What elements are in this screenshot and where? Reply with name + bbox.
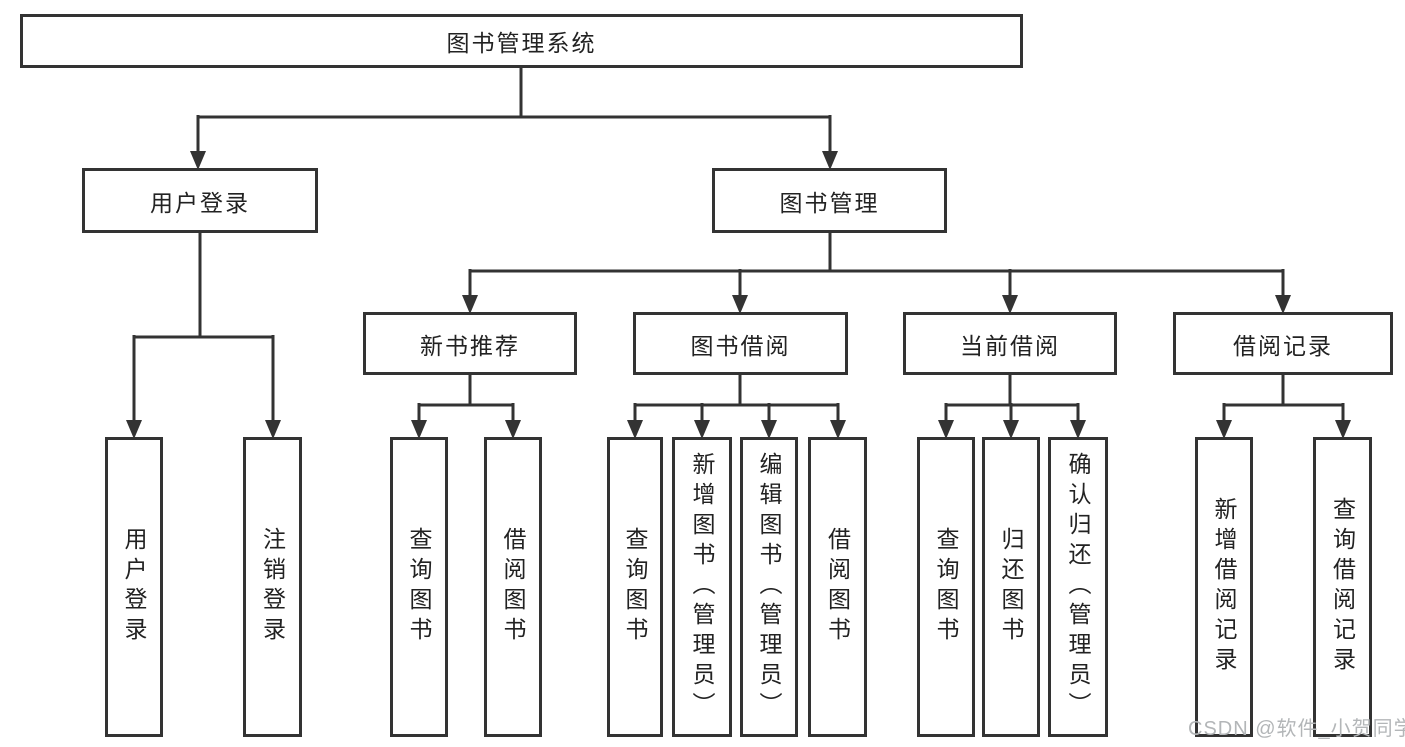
- node-add-books-admin: 新增图书（管理员）: [672, 437, 732, 737]
- arrow-down-icon: [938, 420, 954, 439]
- node-query-books-1: 查询图书: [390, 437, 448, 737]
- node-current-borrow: 当前借阅: [903, 312, 1117, 375]
- arrow-down-icon: [1275, 295, 1291, 314]
- branch-book-borrow: [627, 373, 846, 439]
- arrow-down-icon: [126, 420, 142, 439]
- node-edit-books-admin: 编辑图书（管理员）: [740, 437, 798, 737]
- node-borrow-books-2: 借阅图书: [808, 437, 867, 737]
- arrow-down-icon: [1003, 420, 1019, 439]
- arrow-down-icon: [462, 295, 478, 314]
- arrow-down-icon: [761, 420, 777, 439]
- arrow-down-icon: [1335, 420, 1351, 439]
- node-library-system: 图书管理系统: [20, 14, 1023, 68]
- node-book-mgmt-group: 图书管理: [712, 168, 947, 233]
- arrow-down-icon: [1216, 420, 1232, 439]
- node-user-login: 用户登录: [105, 437, 163, 737]
- branch-current-borrow: [938, 373, 1086, 439]
- node-borrow-records: 借阅记录: [1173, 312, 1393, 375]
- node-borrow-books-1: 借阅图书: [484, 437, 542, 737]
- node-return-books: 归还图书: [982, 437, 1040, 737]
- csdn-watermark: CSDN @软件_小贺同学: [1188, 718, 1405, 740]
- node-query-borrow-record: 查询借阅记录: [1313, 437, 1372, 737]
- arrow-down-icon: [411, 420, 427, 439]
- branch-new-book-rec: [411, 373, 521, 439]
- arrow-down-icon: [627, 420, 643, 439]
- arrow-down-icon: [505, 420, 521, 439]
- node-user-login-group: 用户登录: [82, 168, 318, 233]
- node-confirm-return-admin: 确认归还（管理员）: [1048, 437, 1108, 737]
- branch-user-login: [126, 231, 281, 439]
- node-new-book-rec: 新书推荐: [363, 312, 577, 375]
- node-query-books-3: 查询图书: [917, 437, 975, 737]
- node-query-books-2: 查询图书: [607, 437, 663, 737]
- arrow-down-icon: [732, 295, 748, 314]
- arrow-down-icon: [1002, 295, 1018, 314]
- branch-book-mgmt: [462, 231, 1291, 314]
- node-book-borrow: 图书借阅: [633, 312, 848, 375]
- arrow-down-icon: [265, 420, 281, 439]
- arrow-down-icon: [1070, 420, 1086, 439]
- arrow-down-icon: [830, 420, 846, 439]
- arrow-down-icon: [822, 151, 838, 170]
- arrow-down-icon: [694, 420, 710, 439]
- node-logout: 注销登录: [243, 437, 302, 737]
- arrow-down-icon: [190, 151, 206, 170]
- branch-root-to-level2: [190, 66, 838, 170]
- node-add-borrow-record: 新增借阅记录: [1195, 437, 1253, 737]
- branch-borrow-records: [1216, 373, 1351, 439]
